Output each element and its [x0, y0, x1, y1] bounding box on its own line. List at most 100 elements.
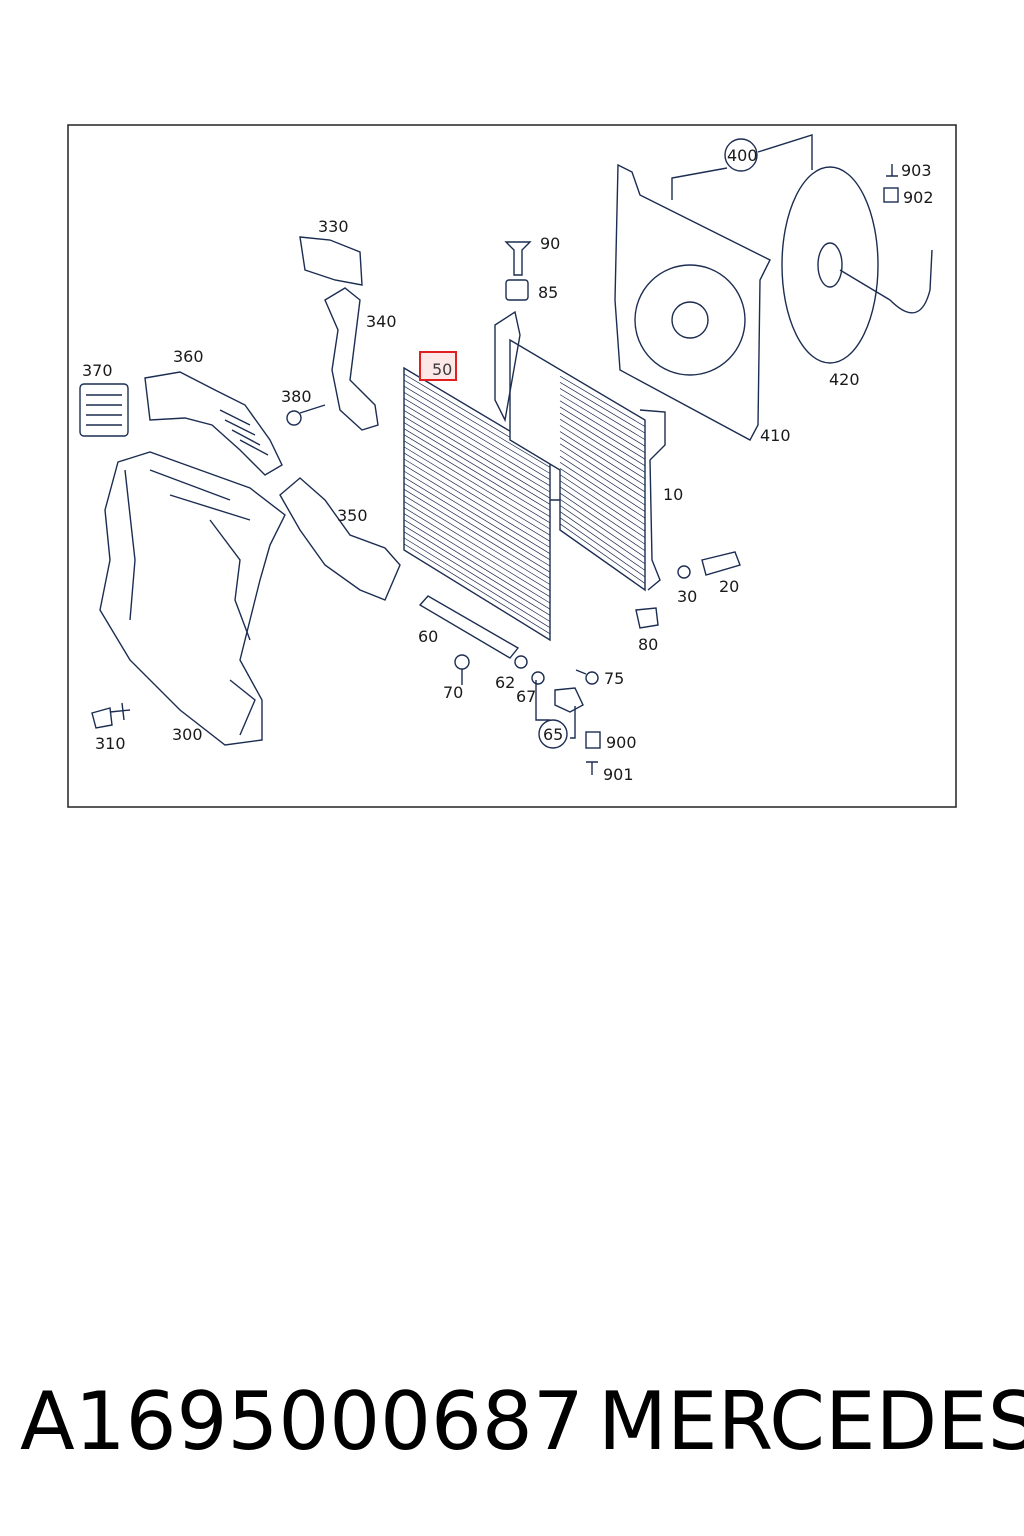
label-400: 400 [727, 146, 758, 165]
label-900: 900 [606, 733, 637, 752]
part-902-connector [883, 187, 899, 203]
condenser-fin-line [403, 482, 551, 573]
radiator-fin-line [559, 498, 646, 558]
label-340: 340 [366, 312, 397, 331]
radiator-fin-line [559, 523, 646, 584]
condenser-fin-line [403, 531, 551, 622]
label-420: 420 [829, 370, 860, 389]
condenser-fin-line [403, 543, 551, 635]
condenser-fin-line [403, 537, 551, 628]
radiator-fin-line [559, 468, 646, 525]
condenser-fin-line [403, 452, 551, 542]
leader-400 [671, 134, 813, 200]
part-380-screw [286, 404, 326, 426]
condenser-fin-line [403, 446, 551, 536]
part-60-drier [418, 595, 520, 659]
part-number: A1695000687 [20, 1375, 584, 1468]
condenser-fin-line [403, 464, 551, 554]
radiator-fin-line [559, 480, 646, 538]
label-330: 330 [318, 217, 349, 236]
label-80: 80 [638, 635, 658, 654]
condenser-fin-line [403, 489, 551, 579]
condenser-fin-line [403, 495, 551, 585]
radiator-fin-line [559, 418, 646, 473]
part-330-bracket [299, 236, 363, 286]
condenser-fin-line [403, 428, 551, 517]
condenser-fin-line [403, 385, 551, 474]
footer: A1695000687 MERCEDES [0, 1372, 1024, 1482]
radiator-fin-line [559, 449, 646, 506]
radiator-fin-line [559, 388, 646, 440]
part-67-ring [531, 671, 545, 685]
part-65-switch [554, 687, 584, 713]
part-85-bushing [505, 279, 529, 301]
part-410-shroud [614, 163, 771, 441]
label-410: 410 [760, 426, 791, 445]
label-10: 10 [663, 485, 683, 504]
label-901: 901 [603, 765, 634, 784]
condenser-fin-line [403, 379, 551, 468]
part-10-radiator [494, 310, 666, 592]
part-20-valve [701, 551, 741, 576]
label-20: 20 [719, 577, 739, 596]
condenser-fin-line [403, 422, 551, 511]
condenser-fin-line [403, 416, 551, 505]
part-370-vent [79, 383, 129, 437]
condenser-fin-line [403, 434, 551, 524]
label-310: 310 [95, 734, 126, 753]
label-67: 67 [516, 687, 536, 706]
condenser-fin-line [403, 440, 551, 530]
condenser-fin-line [403, 525, 551, 616]
part-90-pin [504, 241, 532, 276]
part-300-air-guide [99, 451, 286, 746]
part-420-fan [781, 166, 933, 364]
radiator-fin-line [559, 394, 646, 447]
part-903-pin [886, 164, 898, 177]
radiator-fin-line [559, 400, 646, 453]
part-901-pin [586, 761, 598, 775]
radiator-fin-line [559, 462, 646, 519]
part-310-clip [91, 702, 131, 729]
label-360: 360 [173, 347, 204, 366]
condenser-fin-line [403, 458, 551, 548]
radiator-fin-line [559, 511, 646, 571]
condenser-fin-line [403, 398, 551, 487]
label-50: 50 [432, 360, 452, 379]
radiator-fin-line [559, 455, 646, 512]
radiator-fin-line [559, 425, 646, 480]
part-900-connector [585, 731, 601, 749]
leader-65 [535, 680, 576, 739]
highlight-box-50 [419, 351, 457, 381]
label-30: 30 [677, 587, 697, 606]
condenser-fin-line [403, 404, 551, 493]
label-380: 380 [281, 387, 312, 406]
radiator-fin-line [559, 382, 646, 434]
radiator-fin-line [559, 375, 646, 427]
label-70: 70 [443, 683, 463, 702]
radiator-fin-line [559, 492, 646, 552]
label-60: 60 [418, 627, 438, 646]
label-370: 370 [82, 361, 113, 380]
label-300: 300 [172, 725, 203, 744]
radiator-fin-line [559, 406, 646, 460]
radiator-fin-line [559, 505, 646, 565]
condenser-fin-line [403, 476, 551, 567]
label-902: 902 [903, 188, 934, 207]
label-903: 903 [901, 161, 932, 180]
condenser-fin-line [403, 391, 551, 480]
parts-diagram: 330 340 360 370 380 350 300 310 90 85 50… [67, 124, 957, 808]
radiator-fin-line [559, 437, 646, 493]
condenser-fin-line [403, 470, 551, 561]
label-65: 65 [543, 725, 563, 744]
label-90: 90 [540, 234, 560, 253]
condenser-fin-line [403, 501, 551, 591]
radiator-fin-line [559, 431, 646, 486]
part-360-intake-duct [144, 371, 283, 476]
part-70-bolt [454, 654, 470, 685]
radiator-fin-line [559, 517, 646, 578]
radiator-fin-line [559, 443, 646, 499]
label-62: 62 [495, 673, 515, 692]
condenser-fin-line [403, 513, 551, 604]
part-75-screw [575, 669, 599, 685]
label-85: 85 [538, 283, 558, 302]
